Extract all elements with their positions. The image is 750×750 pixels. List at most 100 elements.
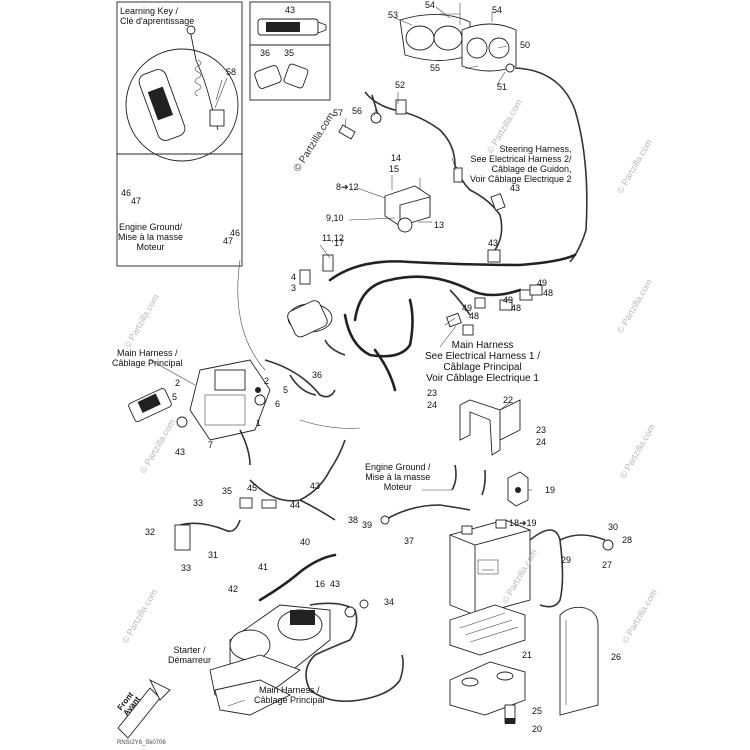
part-number: 48	[511, 303, 522, 313]
leader-lines	[149, 6, 532, 707]
part-number: 23	[536, 425, 547, 435]
part-number: 26	[611, 652, 622, 662]
part-number: 33	[193, 498, 204, 508]
ground-cable-art	[384, 504, 471, 521]
battery-art	[448, 519, 532, 616]
part-number: 9,10	[326, 213, 344, 223]
part-number: 5	[283, 385, 289, 395]
part-number: 4	[291, 272, 297, 282]
part-number: 15	[389, 164, 400, 174]
part-number: 1	[256, 418, 262, 428]
callout-starter: Starter /Démarreur	[168, 645, 212, 665]
part-number: 47	[131, 196, 142, 206]
main-wiring-harness-art	[328, 253, 577, 392]
part-number: 46	[121, 188, 132, 198]
part-number: 11,12	[322, 233, 344, 243]
learning-key-art	[125, 25, 239, 162]
part-number: 49	[537, 278, 548, 288]
part-number: 58	[226, 67, 237, 77]
battery-cover-art	[559, 606, 599, 716]
battery-tray-art	[449, 604, 526, 724]
part-number: 18➔19	[509, 518, 537, 528]
part-number: 29	[561, 555, 572, 565]
part-number: 35	[284, 48, 295, 58]
part-number: 40	[300, 537, 311, 547]
part-number: 44	[290, 500, 301, 510]
part-number: 43	[310, 481, 321, 491]
part-number: 13	[434, 220, 445, 230]
part-number: 2	[175, 378, 181, 388]
callout-main-harness-left: Main Harness /Câblage Principal	[112, 348, 183, 368]
part-number: 19	[545, 485, 556, 495]
part-number: 43	[285, 5, 296, 15]
part-number: 24	[427, 400, 438, 410]
part-number: 54	[425, 0, 436, 10]
part-number: 5	[172, 392, 178, 402]
drawing-number: RNS/2Y6_Sk0706	[117, 740, 166, 746]
part-number: 17	[334, 238, 345, 248]
part-number: 25	[532, 706, 543, 716]
part-number: 24	[536, 437, 547, 447]
part-number: 48	[543, 288, 554, 298]
part-number: 46	[230, 228, 241, 238]
part-number: 8➔12	[336, 182, 359, 192]
part-number: 6	[275, 399, 281, 409]
part-number: 20	[532, 724, 543, 734]
part-number: 30	[608, 522, 619, 532]
part-number: 3	[291, 283, 297, 293]
part-number: 43	[175, 447, 186, 457]
part-number: 54	[492, 5, 503, 15]
steering-harness-art	[338, 91, 506, 263]
part-number: 39	[362, 520, 373, 530]
part-number: 33	[181, 563, 192, 573]
part-number: 45	[247, 483, 258, 493]
part-number: 7	[208, 440, 214, 450]
part-number: 32	[145, 527, 156, 537]
part-number: 28	[622, 535, 633, 545]
part-number: 35	[222, 486, 233, 496]
part-number: 49	[462, 303, 473, 313]
part-number: 16	[315, 579, 326, 589]
part-number: 41	[258, 562, 269, 572]
part-number: 53	[388, 10, 399, 20]
front-arrow-icon	[117, 678, 171, 739]
part-number: 55	[430, 63, 441, 73]
gauge-cluster-art	[399, 3, 588, 263]
part-number: 48	[469, 311, 480, 321]
engine-ground-inset-box	[116, 153, 243, 267]
part-number: 31	[208, 550, 219, 560]
grease-tube-inset-box	[249, 1, 331, 101]
part-number: 27	[602, 560, 613, 570]
part-number: 37	[404, 536, 415, 546]
positive-cable-art	[529, 529, 564, 608]
part-number: 43	[510, 183, 521, 193]
part-number: 43	[330, 579, 341, 589]
part-number: 23	[427, 388, 438, 398]
part-number: 51	[497, 82, 508, 92]
part-number: 2	[264, 376, 270, 386]
battery-terminal-art	[451, 464, 529, 507]
battery-bracket-art	[459, 399, 521, 456]
callout-main-harness-bottom: Main Harness /Câblage Principal	[254, 685, 325, 705]
engine-components-art	[128, 254, 346, 466]
part-number: 21	[522, 650, 533, 660]
part-number: 42	[228, 584, 239, 594]
part-number: 50	[520, 40, 531, 50]
part-number: 34	[384, 597, 395, 607]
part-number: 47	[223, 236, 234, 246]
part-number: 43	[488, 238, 499, 248]
starter-art	[209, 604, 331, 716]
lower-harness-art	[174, 439, 404, 703]
grease-tube-art	[254, 18, 327, 89]
part-number: 22	[503, 395, 514, 405]
part-number: 56	[352, 106, 363, 116]
part-number: 36	[312, 370, 323, 380]
part-number: 49	[503, 295, 514, 305]
part-number: 57	[333, 108, 344, 118]
part-number: 14	[391, 153, 402, 163]
relay-module-art	[384, 175, 431, 233]
